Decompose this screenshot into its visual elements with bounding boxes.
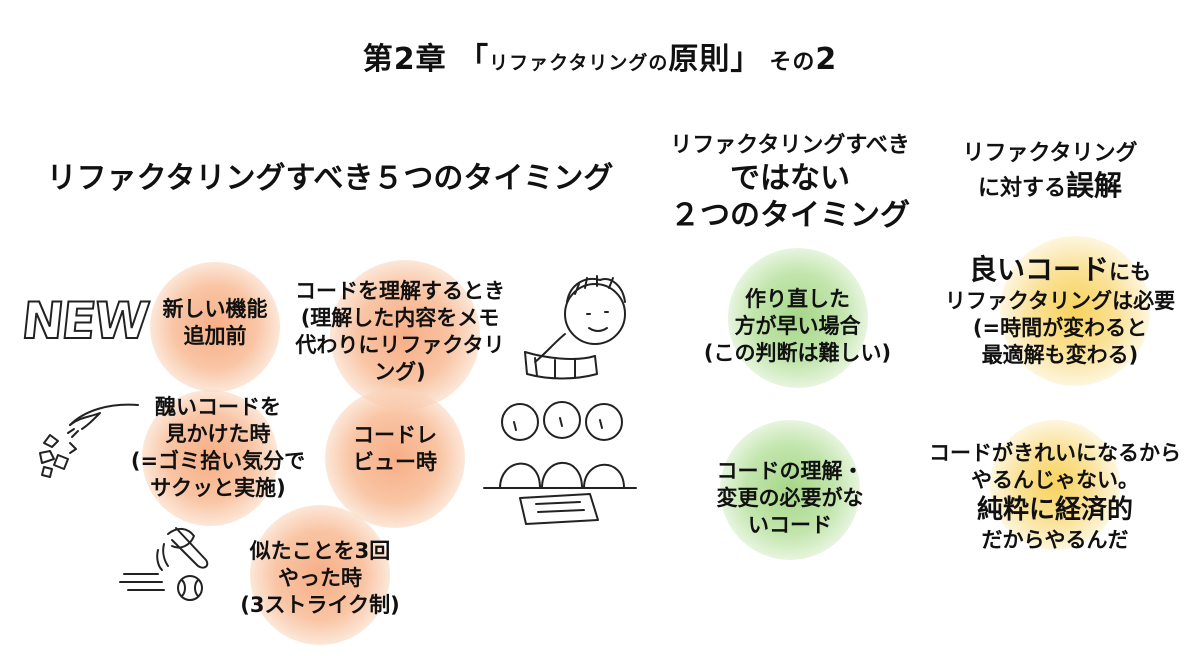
timing-2: コードを理解するとき (理解した内容をメモ 代わりにリファクタリ ング)	[275, 278, 525, 386]
title-tail-small: その	[769, 50, 816, 75]
timing-2-line2: (理解した内容をメモ	[300, 305, 500, 330]
timing-3: 醜いコードを 見かけた時 (=ゴミ拾い気分で サクッと実施)	[118, 394, 318, 502]
timing-4-line1: コードレ	[353, 423, 437, 447]
timing-5: 似たことを3回 やった時 (3ストライク制)	[215, 538, 425, 619]
misconception-2-line1: コードがきれいになるから	[929, 441, 1181, 465]
not-timing-blob-2	[720, 420, 860, 560]
misconception-blob-1	[1000, 236, 1150, 386]
baseball-icon	[119, 527, 209, 601]
timing-2-line4: ング)	[374, 359, 426, 384]
title-prefix: 第2章 「	[362, 42, 490, 77]
timing-blob-1	[150, 262, 280, 392]
title-tail-num: 2	[815, 42, 838, 77]
title-main: 原則	[668, 42, 731, 77]
not-timing-1-line3: (この判断は難しい)	[703, 340, 892, 365]
misconception-2-line2: やるんじゃない。	[971, 467, 1139, 492]
not-timing-blob-1	[728, 248, 868, 388]
heading-right-line2b: 誤解	[1066, 168, 1123, 202]
timing-3-line1: 醜いコードを	[155, 395, 281, 419]
not-timing-2-line3: いコード	[748, 512, 832, 537]
misconception-2: コードがきれいになるから やるんじゃない。 純粋に経済的 だからやるんだ	[915, 440, 1195, 554]
timing-3-line2: 見かけた時	[165, 421, 271, 446]
title-tail: その2	[769, 42, 837, 77]
misconception-1: 良いコードにも リファクタリングは必要 (=時間が変わると 最適解も変わる)	[925, 252, 1195, 368]
misconception-blob-2	[990, 420, 1120, 550]
not-timing-1: 作り直した 方が早い場合 (この判断は難しい)	[680, 286, 915, 367]
timing-blob-4	[325, 388, 465, 528]
timing-4: コードレ ビュー時	[325, 422, 465, 476]
timing-1: 新しい機能 追加前	[135, 296, 295, 350]
not-timing-1-line1: 作り直した	[745, 287, 850, 311]
new-icon: NEW	[18, 291, 151, 351]
timing-3-line3: (=ゴミ拾い気分で	[130, 448, 306, 473]
page-title: 第2章 「リファクタリングの原則」その2	[0, 34, 1200, 78]
timing-5-line1: 似たことを3回	[249, 539, 391, 563]
misconception-1-big: 良いコード	[968, 253, 1109, 286]
timing-blob-3	[142, 390, 278, 526]
misconception-2-big: 純粋に経済的	[976, 494, 1133, 525]
hand-trash-icon	[39, 403, 139, 478]
thinking-person-icon	[524, 275, 626, 380]
misconception-1-line2: (=時間が変わると	[972, 315, 1148, 340]
not-timing-1-line2: 方が早い場合	[734, 313, 861, 338]
heading-right-line2a: に対する	[977, 175, 1066, 201]
timing-1-line1: 新しい機能	[162, 297, 268, 321]
timing-5-line2: やった時	[278, 565, 362, 590]
timing-2-line3: 代わりにリファクタリ	[295, 332, 505, 357]
heading-right: リファクタリング に対する誤解	[930, 140, 1170, 203]
misconception-2-bottom: だからやるんだ	[981, 528, 1129, 553]
heading-left: リファクタリングすべき５つのタイミング	[46, 161, 614, 196]
timing-1-line2: 追加前	[183, 323, 247, 348]
heading-middle-line2: ではない	[730, 160, 850, 196]
not-timing-2: コードの理解・ 変更の必要がな いコード	[690, 458, 890, 539]
heading-middle: リファクタリングすべき ではない ２つのタイミング	[650, 132, 930, 235]
timing-3-line4: サクッと実施)	[150, 475, 286, 500]
timing-5-line3: (3ストライク制)	[240, 592, 400, 617]
title-close: 」	[730, 42, 762, 77]
title-small: リファクタリングの	[489, 52, 669, 74]
not-timing-2-line1: コードの理解・	[716, 459, 864, 483]
misconception-1-small: にも	[1109, 260, 1151, 284]
heading-middle-line1: リファクタリングすべき	[670, 133, 910, 158]
timing-2-line1: コードを理解するとき	[295, 279, 505, 303]
timing-blob-2	[330, 260, 480, 410]
timing-4-line2: ビュー時	[353, 449, 437, 474]
heading-right-line1: リファクタリング	[962, 141, 1138, 166]
misconception-1-line3: 最適解も変わる)	[981, 342, 1139, 367]
not-timing-2-line2: 変更の必要がな	[716, 485, 864, 510]
meeting-icon	[483, 401, 637, 525]
heading-middle-line3: ２つのタイミング	[670, 198, 910, 233]
misconception-1-line1: リファクタリングは必要	[944, 288, 1176, 313]
timing-blob-5	[250, 505, 390, 645]
